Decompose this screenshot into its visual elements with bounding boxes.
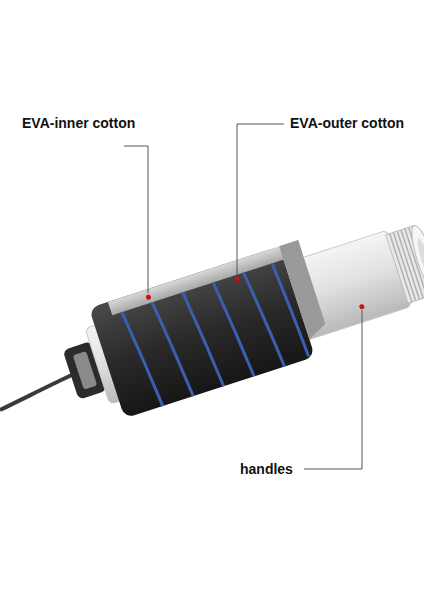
part-label: EVA-outer cotton (290, 114, 404, 132)
part-label: handles (240, 460, 293, 478)
thread-hole (415, 238, 424, 282)
thread-end (407, 223, 424, 296)
handle-group (53, 202, 424, 430)
rope-cable (0, 374, 74, 410)
foam-cut (279, 240, 328, 339)
part-label: EVA-inner cotton (22, 114, 135, 132)
bearing (73, 351, 97, 390)
leader-line (237, 124, 284, 275)
leader-line (124, 146, 148, 293)
inner-foam (108, 240, 303, 315)
leader-line (304, 310, 362, 469)
